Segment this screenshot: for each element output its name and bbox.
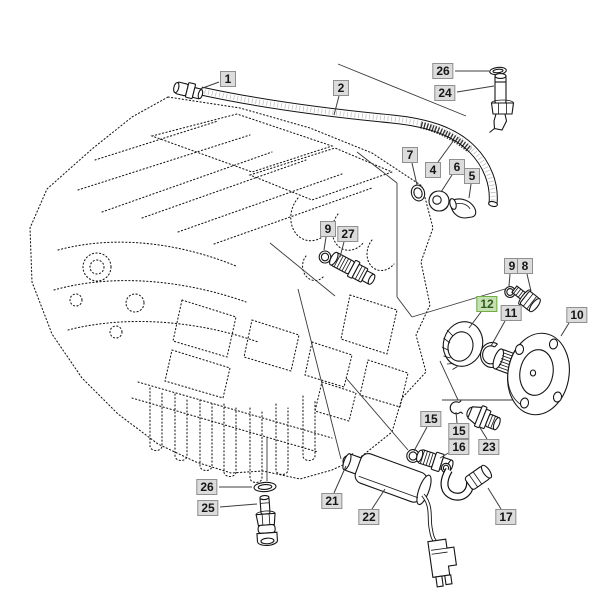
flange-part-10 [492, 332, 570, 416]
hose-part-2 [200, 86, 498, 208]
sensor-part-24 [489, 73, 515, 133]
washer-part-7 [410, 184, 426, 202]
leader-line-21 [333, 465, 347, 494]
washer-part-26-top [489, 66, 507, 76]
transmission-housing [29, 96, 434, 484]
elbow-part-5 [449, 198, 477, 219]
leader-line-25 [219, 503, 258, 508]
hose-part-17 [440, 464, 493, 501]
callout-7[interactable]: 7 [402, 147, 418, 163]
leader-line-27 [339, 241, 345, 258]
plug-part-25 [255, 494, 278, 547]
washer-part-26-bottom [253, 481, 277, 493]
callout-5[interactable]: 5 [464, 168, 480, 184]
pump-part-22 [342, 453, 432, 506]
callout-8[interactable]: 8 [517, 258, 533, 274]
callout-4[interactable]: 4 [425, 162, 441, 178]
cable-connector [427, 538, 458, 588]
callout-21[interactable]: 21 [321, 493, 343, 509]
leader-line-24 [456, 85, 495, 93]
callout-6[interactable]: 6 [449, 159, 465, 175]
fitting-part-6 [428, 190, 450, 212]
leader-line-2 [333, 95, 340, 116]
callout-10[interactable]: 10 [566, 307, 588, 323]
sensor-part-23 [466, 405, 501, 431]
leader-line-6 [440, 174, 453, 193]
callout-12-highlighted[interactable]: 12 [476, 296, 498, 312]
callout-15[interactable]: 15 [420, 411, 442, 427]
callout-26[interactable]: 26 [432, 63, 454, 79]
bolt-part-8 [511, 285, 541, 313]
callout-1[interactable]: 1 [220, 71, 236, 87]
callout-25[interactable]: 25 [197, 500, 219, 516]
fitting-part-1 [173, 81, 204, 100]
leader-line-9 [323, 236, 327, 251]
leader-line-17 [487, 487, 502, 510]
leader-line-12 [468, 311, 482, 329]
leader-line-15 [413, 426, 428, 452]
callout-16[interactable]: 16 [448, 439, 470, 455]
seal-part-12 [441, 321, 484, 370]
callout-9[interactable]: 9 [320, 221, 336, 237]
callout-27[interactable]: 27 [337, 226, 359, 242]
leader-line-22 [371, 488, 386, 510]
callout-23[interactable]: 23 [478, 439, 500, 455]
callout-15[interactable]: 15 [448, 423, 470, 439]
callout-26[interactable]: 26 [196, 479, 218, 495]
leader-line-1 [199, 81, 220, 90]
leader-line-5 [468, 183, 472, 199]
leader-line-7 [411, 162, 418, 186]
callout-11[interactable]: 11 [500, 305, 522, 321]
callout-24[interactable]: 24 [434, 85, 456, 101]
callout-22[interactable]: 22 [358, 509, 380, 525]
braid-part-4 [420, 121, 473, 153]
leader-line-23 [478, 425, 488, 440]
leader-lines [199, 70, 570, 510]
leader-line-15 [455, 411, 458, 424]
projection-lines [266, 63, 537, 481]
clip-part-15 [449, 400, 464, 415]
leader-line-11 [490, 320, 506, 347]
leader-line-9 [508, 273, 511, 287]
fitting-part-27 [329, 251, 376, 285]
callout-2[interactable]: 2 [333, 80, 349, 96]
leader-line-8 [526, 273, 532, 292]
leader-line-10 [560, 322, 570, 337]
leader-line-4 [437, 139, 455, 163]
pump-cable [421, 493, 437, 543]
callout-17[interactable]: 17 [495, 509, 517, 525]
